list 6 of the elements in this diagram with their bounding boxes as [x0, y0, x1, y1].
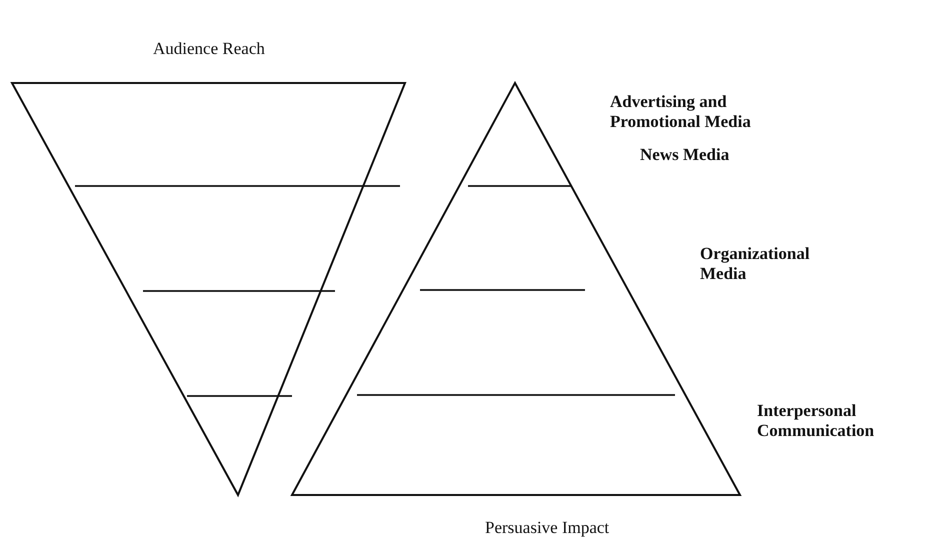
layer-label: News Media — [640, 145, 730, 165]
layer-label: Advertising and Promotional Media — [610, 92, 752, 132]
pyramid-heading: Persuasive Impact — [485, 518, 610, 538]
layer-label: Interpersonal Communication — [757, 401, 876, 440]
layer-label: Organizational Media — [700, 244, 811, 284]
pyramid-heading: Audience Reach — [153, 39, 265, 59]
